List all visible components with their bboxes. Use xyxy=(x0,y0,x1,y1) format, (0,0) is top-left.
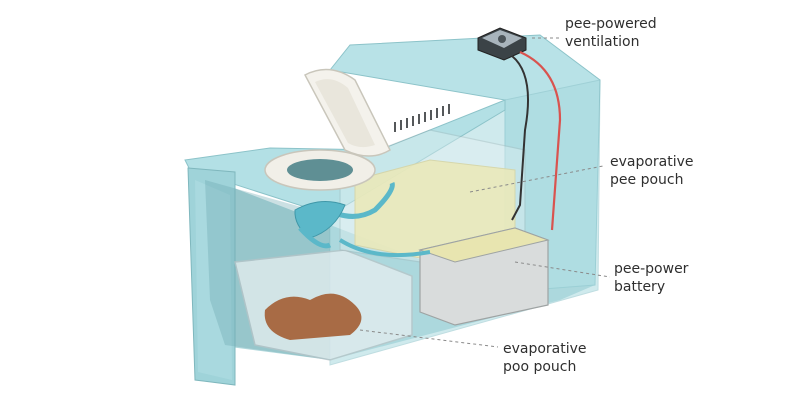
label-battery: pee-power battery xyxy=(614,260,688,296)
label-pee-pouch: evaporative pee pouch xyxy=(610,153,694,189)
label-battery-line2: battery xyxy=(614,278,688,296)
label-ventilation-line1: pee-powered xyxy=(565,15,657,33)
label-ventilation-line2: ventilation xyxy=(565,33,657,51)
label-pee-pouch-line1: evaporative xyxy=(610,153,694,171)
toilet-seat-hole xyxy=(287,159,353,181)
label-poo-pouch: evaporative poo pouch xyxy=(503,340,587,376)
label-poo-pouch-line2: poo pouch xyxy=(503,358,587,376)
label-poo-pouch-line1: evaporative xyxy=(503,340,587,358)
label-ventilation: pee-powered ventilation xyxy=(565,15,657,51)
poo-contents xyxy=(265,294,362,340)
label-pee-pouch-line2: pee pouch xyxy=(610,171,694,189)
label-battery-line1: pee-power xyxy=(614,260,688,278)
